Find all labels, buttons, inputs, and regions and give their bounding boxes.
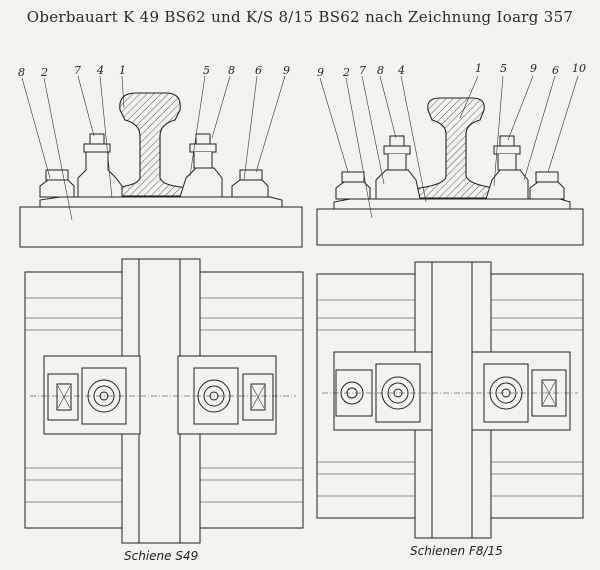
left-rail-profile	[94, 92, 206, 197]
right-label-9b: 9	[530, 62, 537, 75]
right-sec-bolt-left	[387, 154, 407, 171]
right-sleeper	[316, 208, 584, 246]
right-sec-bolt-head-right	[499, 135, 515, 147]
right-rail-profile	[404, 97, 506, 199]
right-plan-view: Schienen F8/15	[316, 261, 584, 558]
right-caption: Schienen F8/15	[410, 544, 503, 558]
left-nut-upper	[83, 143, 111, 153]
left-label-8b: 8	[228, 64, 235, 77]
left-outer-nut	[45, 169, 69, 181]
left-label-5: 5	[203, 64, 210, 77]
right-label-1: 1	[475, 62, 482, 75]
right-label-9a: 9	[317, 66, 324, 79]
right-label-2: 2	[342, 66, 350, 79]
right-label-8: 8	[377, 64, 384, 77]
right-sec-nut-left	[383, 145, 411, 155]
left-label-9: 9	[283, 64, 290, 77]
left-base-plate	[39, 196, 283, 208]
left-label-2: 2	[40, 66, 48, 79]
right-label-7: 7	[359, 64, 366, 77]
left-caption: Schiene S49	[124, 549, 198, 563]
right-outer-nut	[239, 169, 263, 181]
right-sec-outer-clip-right	[529, 181, 565, 200]
left-sleeper	[19, 206, 303, 248]
right-label-5: 5	[500, 62, 507, 75]
right-sec-clamp-inner-right	[485, 169, 529, 200]
left-label-1: 1	[119, 64, 126, 77]
right-clamp-inner	[179, 167, 223, 198]
right-sec-bolt-head-left	[389, 135, 405, 147]
right-sec-outer-clip-left	[335, 181, 371, 200]
right-bolt-upper	[193, 152, 213, 169]
left-cross-section: 8 2 7 4 1 5 8 6 9	[18, 64, 303, 248]
left-label-8a: 8	[18, 66, 25, 79]
left-plan-view: Schiene S49	[24, 258, 304, 563]
right-cross-section: 9 2 7 8 4 1 5 9 6 10	[316, 62, 586, 246]
drawing-title: Oberbauart K 49 BS62 und K/S 8/15 BS62 n…	[26, 8, 574, 26]
right-label-10: 10	[572, 62, 586, 75]
right-sec-clamp-inner-left	[375, 169, 421, 200]
right-label-4: 4	[397, 64, 405, 77]
left-label-6: 6	[255, 64, 262, 77]
right-label-6: 6	[552, 64, 559, 77]
left-label-4: 4	[96, 64, 104, 77]
right-part-labels: 9 2 7 8 4 1 5 9 6 10	[317, 62, 586, 79]
right-sec-bolt-right	[497, 154, 517, 171]
right-outer-clip	[231, 179, 269, 198]
left-label-7: 7	[74, 64, 81, 77]
left-bolt-head	[89, 133, 105, 145]
left-outer-clip	[39, 179, 75, 198]
left-clamp-inner	[77, 167, 123, 198]
right-bolt-head	[195, 133, 211, 145]
right-sec-outer-nut-left	[341, 171, 365, 183]
right-sec-outer-nut-right	[535, 171, 559, 183]
right-sec-nut-right	[493, 145, 521, 155]
left-part-labels: 8 2 7 4 1 5 8 6 9	[18, 64, 290, 79]
left-bolt-upper	[85, 149, 109, 170]
